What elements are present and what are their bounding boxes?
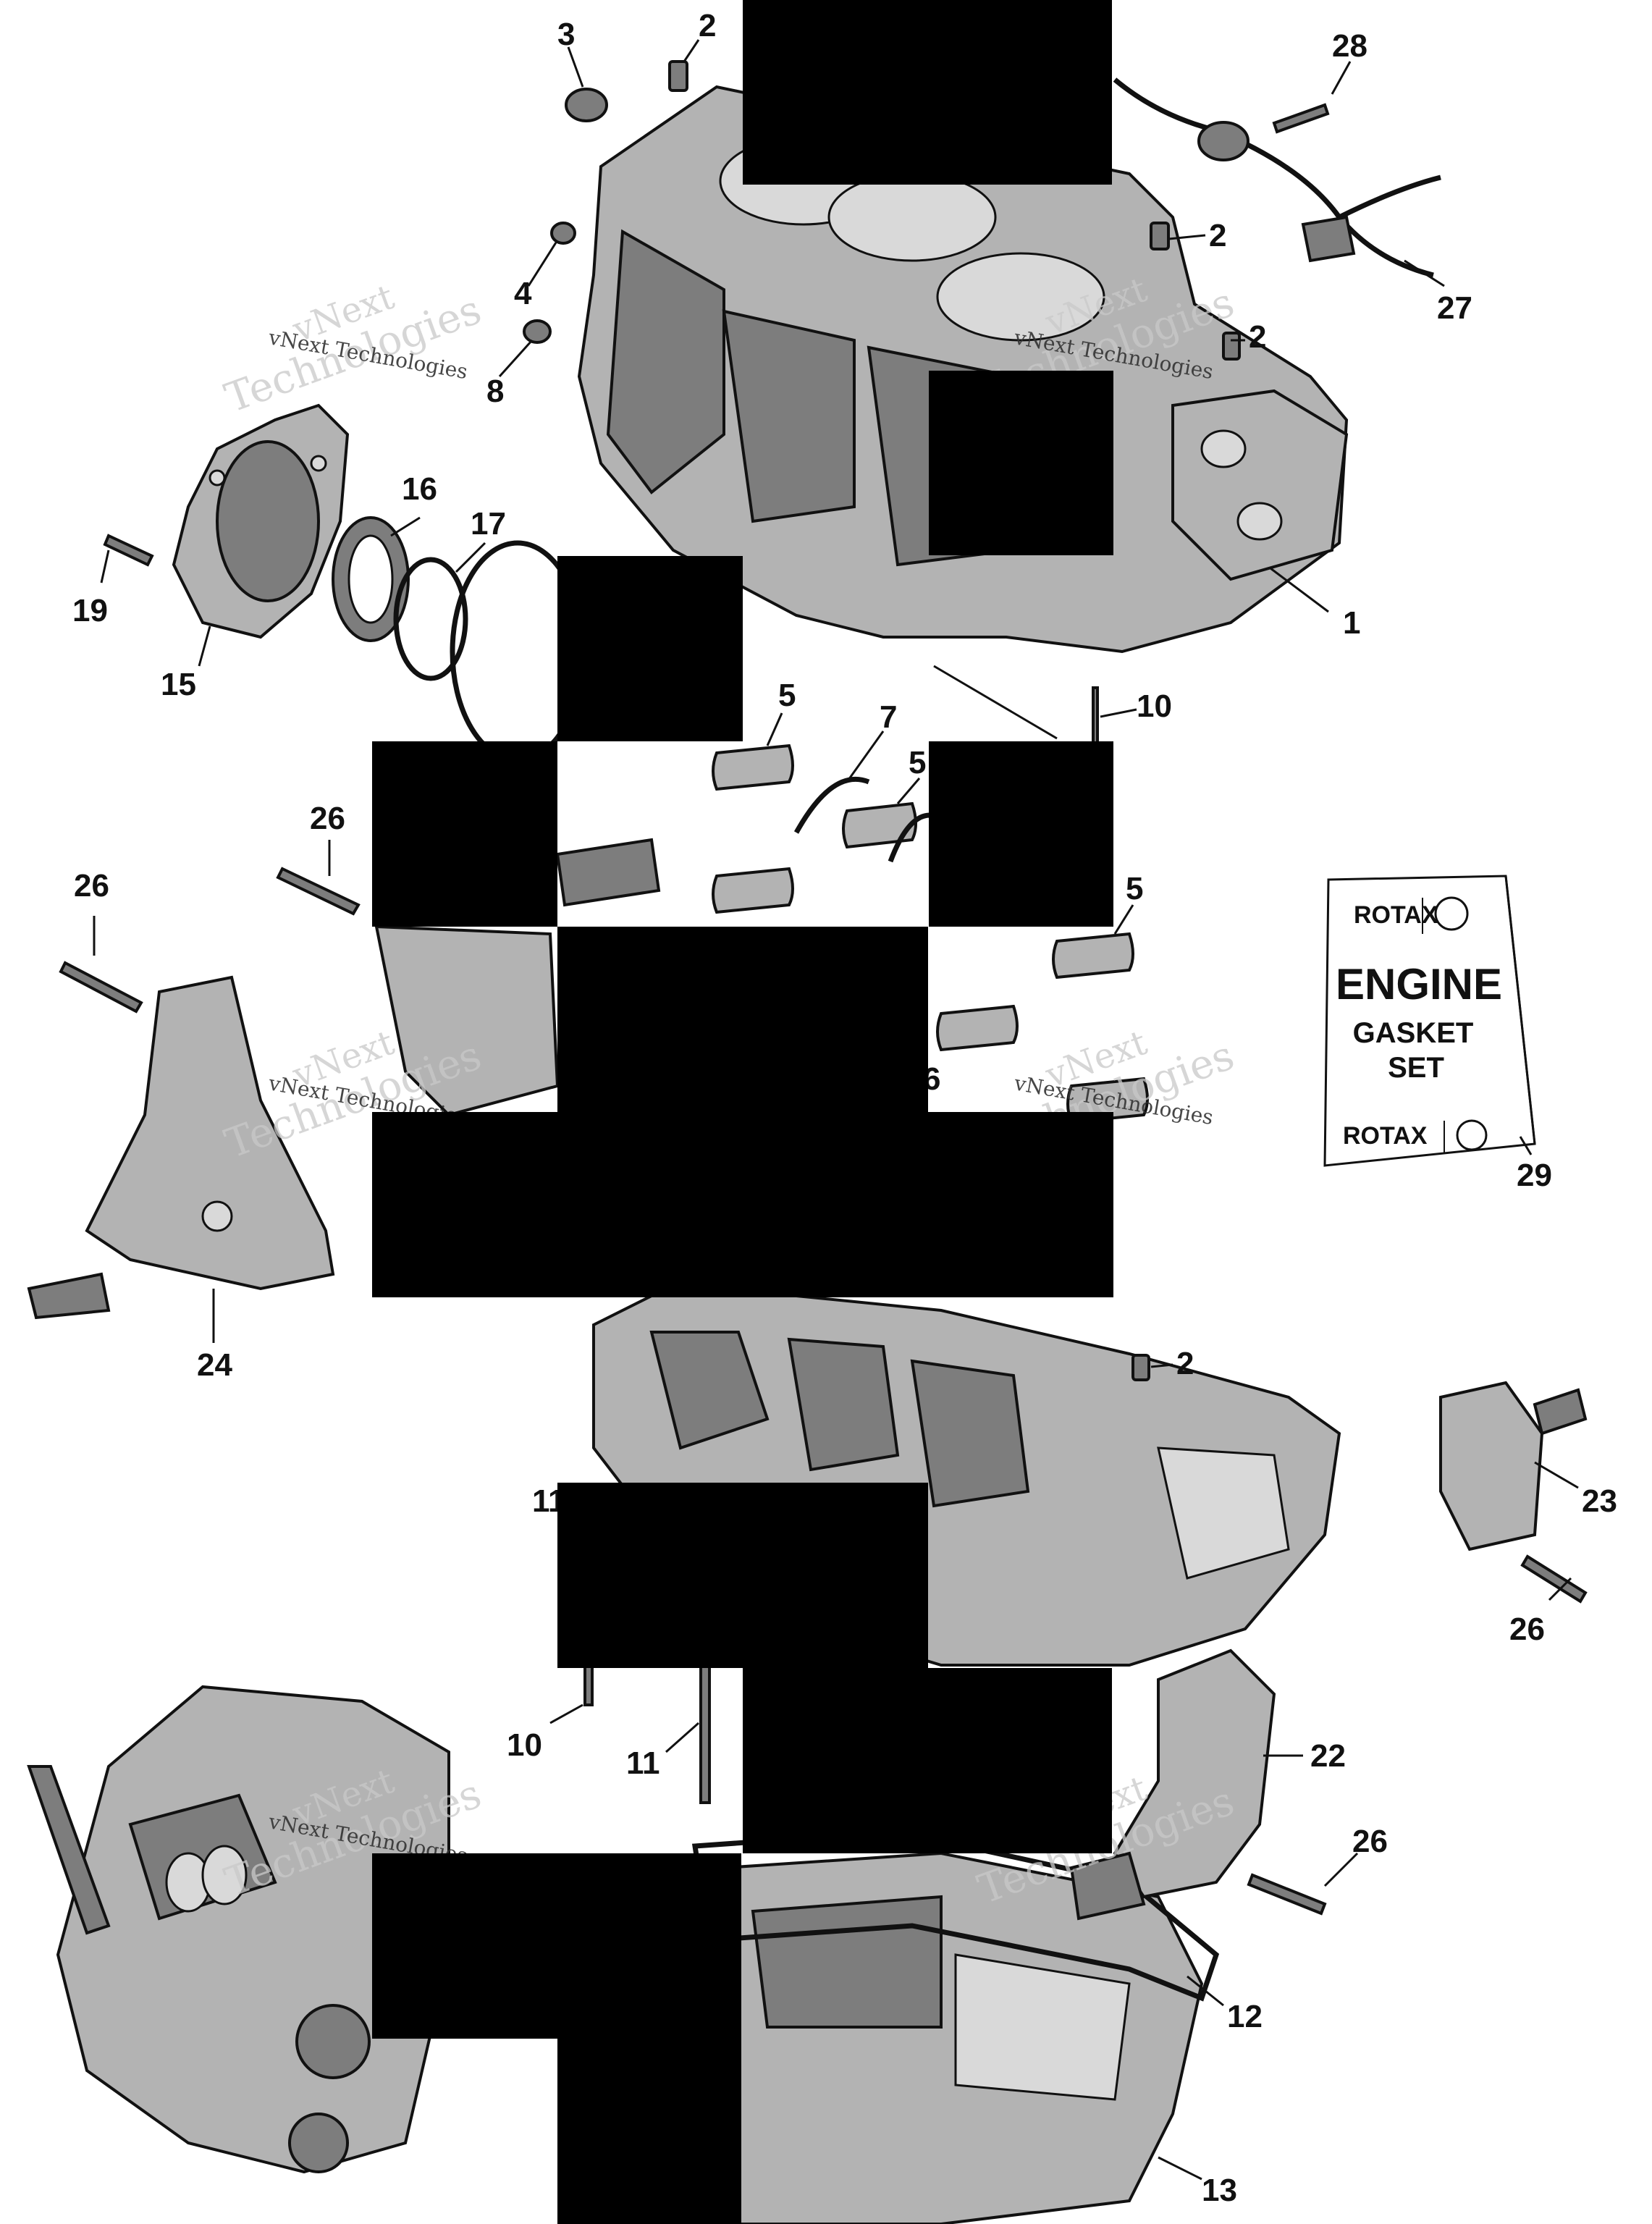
callout-13: 13 [1202,2173,1237,2208]
callout-23: 23 [1582,1483,1617,1519]
callout-19: 19 [72,593,108,628]
oil-pan [707,1851,1204,2224]
redaction-block [557,927,928,1112]
engine-mount-23 [1439,1381,1588,1551]
callout-12: 12 [1227,1999,1263,2034]
callout-5: 5 [778,678,796,713]
bearing-cover [172,403,350,639]
callout-26: 26 [1352,1824,1388,1859]
kit-title: ENGINE [1336,960,1502,1008]
callout-5: 5 [909,745,926,780]
callout-5: 5 [1126,871,1143,906]
callout-24: 24 [197,1347,232,1383]
redaction-block [557,1483,928,1668]
plug-3 [565,88,608,122]
callout-15: 15 [161,667,196,702]
mount-bracket-left [374,838,661,1117]
callout-26: 26 [1509,1612,1545,1647]
callout-28: 28 [1332,28,1367,64]
plug-8 [523,319,552,344]
callout-29: 29 [1517,1158,1552,1193]
callout-26: 26 [310,801,345,836]
redaction-block [372,1853,741,2039]
oil-seal [332,516,410,642]
callout-17: 17 [471,506,506,542]
engine-assembly [27,1685,450,2174]
callout-2: 2 [699,8,716,43]
kit-brand-bottom: ROTAX [1343,1122,1428,1150]
retaining-ring [393,557,468,681]
callout-26: 26 [74,868,109,904]
kit-line-2: GASKET [1353,1017,1474,1049]
redaction-block [557,556,743,741]
callout-27: 27 [1437,290,1472,326]
redaction-block [929,741,1113,927]
main-bearings [712,744,1149,1124]
kit-line-3: SET [1388,1052,1444,1084]
callout-8: 8 [486,374,504,409]
callout-3: 3 [557,17,575,52]
callout-2: 2 [1249,319,1266,355]
kit-brand-top: ROTAX [1354,901,1438,929]
redaction-block [743,1668,1112,1853]
callout-16: 16 [402,471,437,507]
redaction-blocks [372,0,1113,2224]
callout-2: 2 [1176,1346,1194,1381]
callout-2: 2 [1209,218,1226,253]
engine-mount-24 [27,975,335,1320]
plug-4 [550,222,576,245]
knock-sensor-harness [1113,77,1441,278]
redaction-block [372,741,557,927]
redaction-block [929,371,1113,555]
engine-mount-22 [1069,1648,1276,1921]
gasket-kit-box: ROTAX ENGINE GASKET SET ROTAX [1323,875,1536,1167]
callout-4: 4 [514,276,532,311]
redaction-block [743,0,1112,185]
callout-11: 11 [626,1745,660,1781]
callout-7: 7 [880,699,897,735]
callout-22: 22 [1310,1738,1346,1774]
leader-lines [93,39,1579,2181]
redaction-block [372,1112,1113,1297]
callout-10: 10 [507,1727,542,1763]
callouts: 1 2 2 2 2 3 4 5 5 5 6 7 8 10 10 11 11 12… [72,8,1617,2208]
redaction-block [557,2039,741,2224]
callout-10: 10 [1137,688,1172,724]
callout-1: 1 [1343,605,1360,641]
